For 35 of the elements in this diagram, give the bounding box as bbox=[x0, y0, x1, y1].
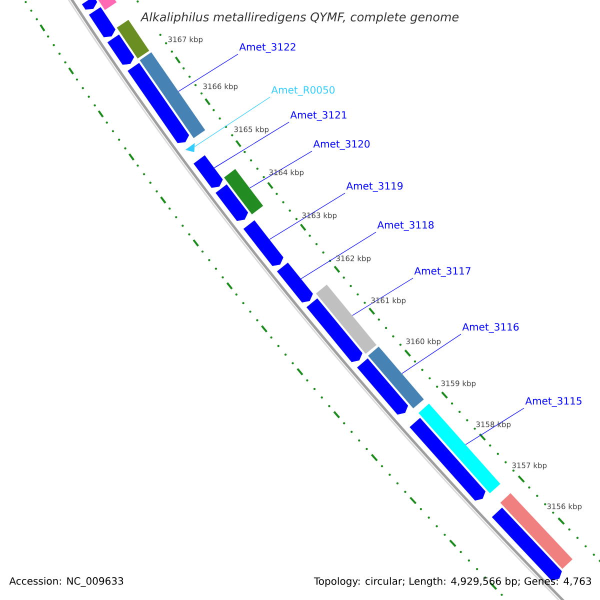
gene-block bbox=[216, 184, 248, 222]
gene-block bbox=[88, 7, 116, 38]
footer-text: Accession: NC_009633 bbox=[9, 577, 124, 587]
leader-line bbox=[300, 232, 376, 279]
gene-label: Amet_3122 bbox=[239, 43, 296, 53]
gene-bar bbox=[98, 0, 117, 10]
gene-bar bbox=[224, 169, 264, 214]
gene-block bbox=[357, 358, 408, 415]
leader-line bbox=[465, 408, 524, 445]
leader-line bbox=[352, 278, 414, 316]
footer-text: Topology: circular; Length: 4,929,566 bp; Genes: 4,763 bbox=[314, 577, 592, 587]
leader-line bbox=[178, 54, 238, 92]
gene-block bbox=[276, 262, 313, 303]
gene-label: Amet_3116 bbox=[462, 323, 519, 333]
gene-block bbox=[243, 220, 284, 266]
leader-line bbox=[402, 334, 462, 374]
leader-line bbox=[269, 192, 346, 240]
gene-triangle bbox=[185, 142, 195, 152]
gene-label: Amet_3121 bbox=[290, 111, 346, 121]
leader-line bbox=[194, 96, 270, 147]
gene-block bbox=[82, 0, 98, 10]
leader-line bbox=[250, 150, 312, 188]
gene-block bbox=[306, 298, 362, 362]
gene-label: Amet_R0050 bbox=[271, 86, 335, 96]
gene-label: Amet_3120 bbox=[313, 140, 370, 150]
gene-block bbox=[194, 155, 223, 188]
gene-label: Amet_3117 bbox=[414, 267, 470, 277]
gene-bar bbox=[368, 346, 424, 408]
gene-label: Amet_3118 bbox=[377, 221, 434, 231]
gene-label: Amet_3119 bbox=[346, 182, 403, 192]
gene-block bbox=[128, 62, 190, 144]
leader-line bbox=[214, 122, 290, 168]
gene-label: Amet_3115 bbox=[525, 397, 582, 407]
gene-block bbox=[107, 34, 134, 65]
title: Alkaliphilus metalliredigens QYMF, complete genome bbox=[140, 12, 459, 24]
